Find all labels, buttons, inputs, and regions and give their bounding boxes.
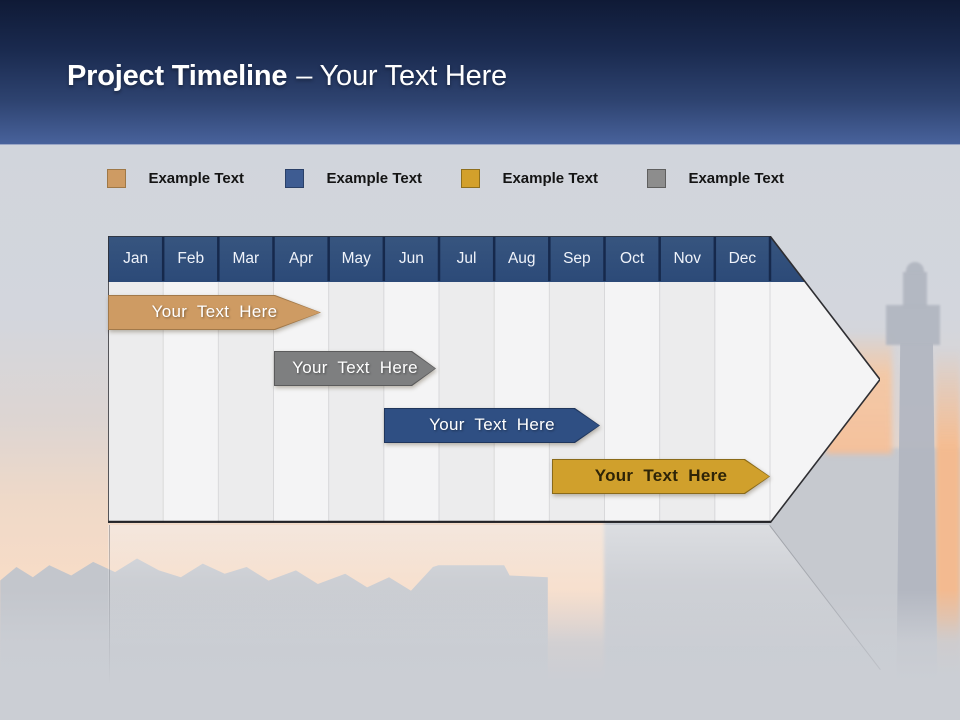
timeline-chart: Jan Feb Mar Apr May Jun Jul Aug Sep Oct … bbox=[107, 235, 882, 524]
timeline-bar-label: Your Text Here bbox=[151, 302, 278, 321]
background-bottom-fade bbox=[0, 590, 960, 720]
month-cell: Jan bbox=[123, 250, 149, 267]
title-bold: Project Timeline bbox=[67, 60, 288, 92]
legend-swatch-tan bbox=[107, 169, 126, 188]
page-title: Project Timeline– Your Text Here bbox=[67, 60, 507, 93]
month-cell: Jun bbox=[398, 250, 424, 267]
legend-item: Example Text bbox=[107, 169, 244, 193]
timeline-bar-blue: Your Text Here bbox=[384, 408, 600, 443]
month-cell: Jul bbox=[456, 250, 477, 267]
legend-label: Example Text bbox=[688, 170, 785, 187]
timeline-bar-fill bbox=[553, 460, 769, 493]
month-cell: Nov bbox=[673, 250, 702, 267]
timeline-bar-gray: Your Text Here bbox=[274, 351, 436, 386]
month-cell: Dec bbox=[728, 250, 757, 267]
legend-label: Example Text bbox=[326, 170, 423, 187]
lighthouse-gallery bbox=[886, 305, 940, 345]
legend-swatch-gray bbox=[647, 169, 666, 188]
legend-item: Example Text bbox=[285, 169, 422, 193]
month-cell: Feb bbox=[177, 250, 205, 267]
legend-item: Example Text bbox=[461, 169, 598, 193]
legend-item: Example Text bbox=[647, 169, 784, 193]
timeline-bar-fill bbox=[385, 409, 599, 442]
legend-label: Example Text bbox=[148, 170, 245, 187]
month-cell: Aug bbox=[507, 250, 536, 267]
timeline-bar-label: Your Text Here bbox=[292, 358, 418, 377]
month-cell: May bbox=[341, 250, 371, 267]
timeline-bar-label: Your Text Here bbox=[429, 415, 555, 434]
title-bar: Project Timeline– Your Text Here bbox=[0, 0, 960, 145]
timeline-bar-fill bbox=[275, 352, 435, 385]
legend-swatch-blue bbox=[285, 169, 304, 188]
month-cell: Oct bbox=[620, 250, 645, 267]
lighthouse-dome bbox=[906, 262, 924, 274]
lighthouse-lantern bbox=[903, 272, 927, 308]
month-cell: Sep bbox=[563, 250, 591, 267]
legend-swatch-gold bbox=[461, 169, 480, 188]
timeline-bar-label: Your Text Here bbox=[594, 466, 728, 485]
timeline-bar-tan: Your Text Here bbox=[108, 295, 321, 330]
timeline-bar-gold: Your Text Here bbox=[552, 459, 770, 494]
legend-label: Example Text bbox=[502, 170, 599, 187]
title-regular: – Your Text Here bbox=[296, 60, 507, 92]
month-header-row: Jan Feb Mar Apr May Jun Jul Aug Sep Oct … bbox=[108, 236, 880, 282]
month-cell: Apr bbox=[289, 250, 314, 267]
timeline-bar-fill bbox=[109, 296, 320, 329]
month-cell: Mar bbox=[232, 250, 260, 267]
